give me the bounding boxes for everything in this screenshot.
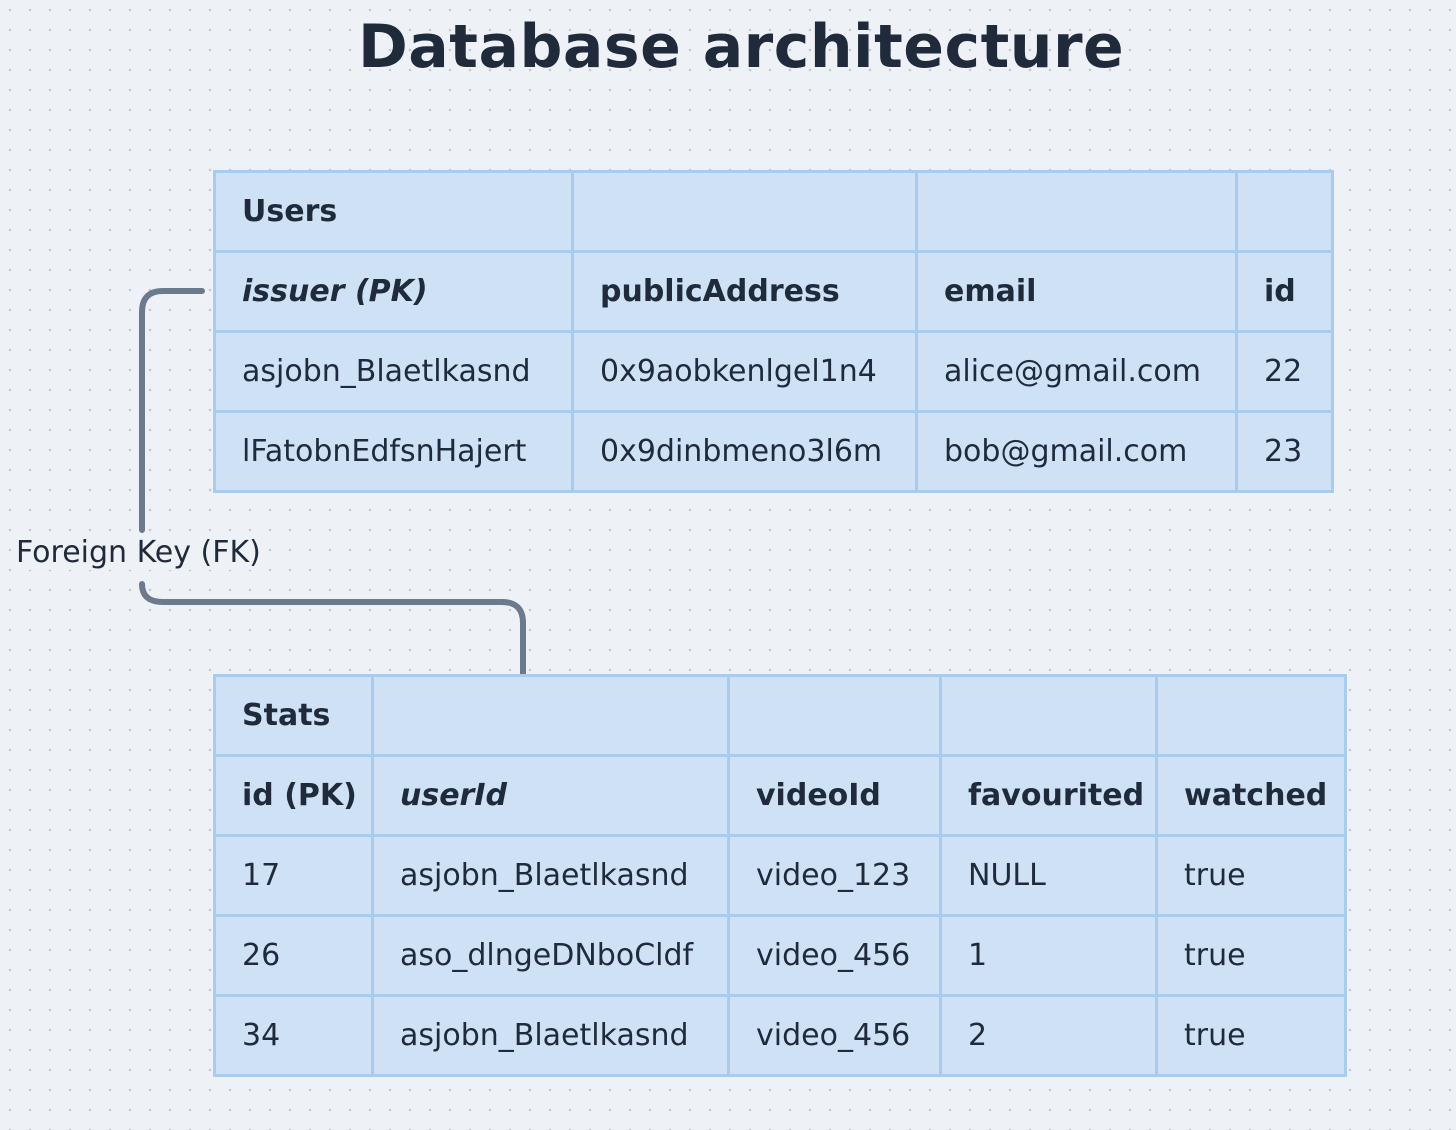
table-cell: NULL (939, 834, 1158, 917)
table-cell: video_456 (727, 914, 942, 997)
table-name: Stats (213, 674, 374, 757)
table-cell: true (1155, 834, 1347, 917)
table-cell: asjobn_Blaetlkasnd (371, 834, 730, 917)
column-header: id (PK) (213, 754, 374, 837)
users-header-row: issuer (PK) publicAddress email id (213, 250, 1334, 333)
users-table: Users issuer (PK) publicAddress email id… (213, 170, 1334, 493)
table-row: 17 asjobn_Blaetlkasnd video_123 NULL tru… (213, 834, 1347, 917)
foreign-key-label: Foreign Key (FK) (16, 535, 261, 570)
table-cell: 0x9aobkenlgel1n4 (571, 330, 918, 413)
column-header: watched (1155, 754, 1347, 837)
table-cell: true (1155, 914, 1347, 997)
column-header: userId (371, 754, 730, 837)
table-cell: bob@gmail.com (915, 410, 1238, 493)
table-cell: 17 (213, 834, 374, 917)
table-cell: 34 (213, 994, 374, 1077)
stats-table-name-row: Stats (213, 674, 1347, 757)
column-header: issuer (PK) (213, 250, 574, 333)
column-header: id (1235, 250, 1334, 333)
stats-table: Stats id (PK) userId videoId favourited … (213, 674, 1347, 1077)
column-header: publicAddress (571, 250, 918, 333)
table-row: 26 aso_dlngeDNboCldf video_456 1 true (213, 914, 1347, 997)
table-name: Users (213, 170, 574, 253)
table-row: asjobn_Blaetlkasnd 0x9aobkenlgel1n4 alic… (213, 330, 1334, 413)
column-header: favourited (939, 754, 1158, 837)
table-cell: asjobn_Blaetlkasnd (213, 330, 574, 413)
table-cell: video_456 (727, 994, 942, 1077)
table-cell: 26 (213, 914, 374, 997)
table-cell: 2 (939, 994, 1158, 1077)
table-cell: true (1155, 994, 1347, 1077)
table-cell: aso_dlngeDNboCldf (371, 914, 730, 997)
table-row: lFatobnEdfsnHajert 0x9dinbmeno3l6m bob@g… (213, 410, 1334, 493)
table-cell: 1 (939, 914, 1158, 997)
table-cell: 0x9dinbmeno3l6m (571, 410, 918, 493)
table-cell: asjobn_Blaetlkasnd (371, 994, 730, 1077)
table-cell: video_123 (727, 834, 942, 917)
diagram-title: Database architecture (358, 12, 1125, 82)
column-header: videoId (727, 754, 942, 837)
table-cell: 23 (1235, 410, 1334, 493)
table-cell: lFatobnEdfsnHajert (213, 410, 574, 493)
users-table-name-row: Users (213, 170, 1334, 253)
table-cell: alice@gmail.com (915, 330, 1238, 413)
column-header: email (915, 250, 1238, 333)
table-cell: 22 (1235, 330, 1334, 413)
stats-header-row: id (PK) userId videoId favourited watche… (213, 754, 1347, 837)
table-row: 34 asjobn_Blaetlkasnd video_456 2 true (213, 994, 1347, 1077)
